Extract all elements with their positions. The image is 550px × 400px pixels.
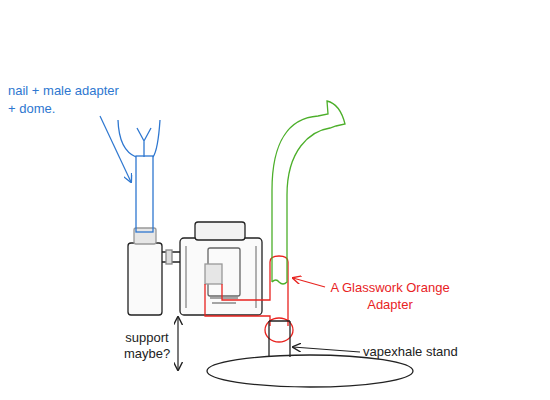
annotation-label: support maybe?: [116, 330, 178, 362]
adapter-outer: [205, 284, 270, 326]
glass-rig: [128, 222, 262, 315]
dome-right: [153, 120, 160, 157]
male-adapter: [136, 156, 153, 232]
stand-stem: [269, 321, 290, 357]
leader-line: [293, 347, 360, 352]
nail: [137, 128, 151, 157]
annotation-label: vapexhale stand: [363, 344, 483, 360]
main-chamber: [180, 238, 262, 315]
left-tube: [128, 243, 162, 315]
orange-adapter: [205, 256, 293, 342]
annotation-label: A Glasswork Orange Adapter: [325, 279, 455, 313]
annotation-label: nail + male adapter + dome.: [8, 82, 124, 118]
mouthpiece-outline: [272, 101, 345, 284]
adapter-inner: [222, 256, 288, 326]
perc-lines: [186, 246, 256, 308]
leader-line: [293, 278, 325, 287]
stand-base: [207, 355, 413, 387]
dimension-arrow: [177, 317, 178, 370]
chamber-neck: [195, 222, 245, 240]
leader-line: [100, 116, 131, 182]
arm-ring: [166, 250, 172, 264]
dome-left: [118, 120, 136, 157]
nail-dome: [118, 120, 160, 232]
mouthpiece: [272, 101, 345, 284]
female-joint: [205, 264, 222, 284]
